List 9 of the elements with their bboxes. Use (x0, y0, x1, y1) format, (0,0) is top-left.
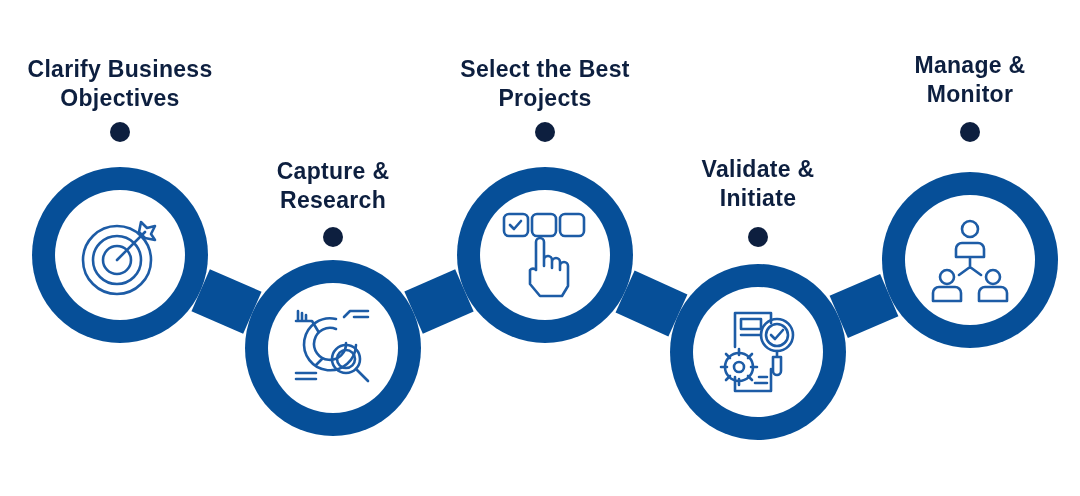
chain-link (829, 273, 899, 339)
chain-link (191, 269, 262, 334)
chain-link (615, 270, 688, 337)
step-title: Select the Best Projects (459, 55, 631, 113)
step-title: Manage & Monitor (913, 51, 1027, 109)
chain-link (404, 269, 474, 334)
step-title: Clarify Business Objectives (26, 55, 214, 113)
step-title: Capture & Research (275, 157, 391, 215)
step-title: Validate & Initiate (700, 155, 816, 213)
